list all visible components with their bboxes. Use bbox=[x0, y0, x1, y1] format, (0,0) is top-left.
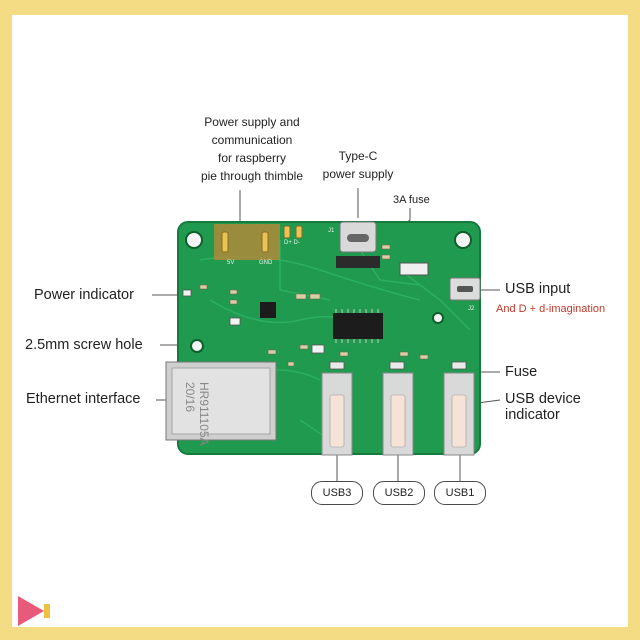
power-comm-line-4: pie through thimble bbox=[200, 169, 304, 183]
ethernet-label: Ethernet interface bbox=[26, 391, 141, 407]
usb-device-indicator-label: USB device indicator bbox=[505, 391, 581, 423]
typec-line-1: Type-C bbox=[338, 149, 378, 163]
fuse-3a-label: 3A fuse bbox=[393, 194, 430, 206]
typec-label: Type-C power supply bbox=[308, 147, 408, 183]
status-led bbox=[229, 317, 241, 326]
ethernet-jack-face bbox=[171, 367, 271, 435]
play-icon bbox=[18, 596, 50, 626]
usb-fuses bbox=[329, 361, 467, 370]
power-comm-line-3: for raspberry bbox=[217, 151, 287, 165]
usb-device-line-1: USB device bbox=[505, 391, 581, 407]
power-indicator-label: Power indicator bbox=[34, 287, 134, 303]
usb-input-label: USB input bbox=[505, 281, 571, 297]
hub-chip bbox=[333, 313, 383, 339]
hole-top-left bbox=[185, 231, 203, 249]
typec-line-2: power supply bbox=[322, 167, 394, 181]
usb2-tag: USB2 bbox=[373, 481, 425, 505]
small-chip bbox=[260, 302, 276, 318]
usb2-tongue bbox=[390, 394, 406, 448]
typec-base bbox=[336, 256, 380, 268]
usb-input-sub-label: And D + d-imagination bbox=[496, 303, 606, 315]
hub-chip-pins bbox=[335, 309, 379, 343]
usb1-tag: USB1 bbox=[434, 481, 486, 505]
j1-label: J1 bbox=[328, 228, 335, 234]
fuse-label: Fuse bbox=[505, 364, 538, 380]
power-comm-label: Power supply and communication for raspb… bbox=[172, 113, 332, 185]
screw-hole-label: 2.5mm screw hole bbox=[25, 337, 143, 353]
pin-5v-label: 5V bbox=[227, 260, 234, 266]
ethernet-marking-2: 20/16 bbox=[183, 382, 197, 412]
j2-label: J2 bbox=[468, 306, 475, 312]
thimble-pads bbox=[221, 225, 303, 253]
power-led bbox=[182, 289, 192, 297]
screw-hole bbox=[190, 339, 204, 353]
led-mid bbox=[311, 344, 325, 354]
pin-gnd-label: GND bbox=[259, 260, 273, 266]
pin-dd-label: D+ D- bbox=[284, 240, 300, 246]
usb3-tag: USB3 bbox=[311, 481, 363, 505]
usb-a-ports bbox=[321, 372, 475, 456]
usb1-tongue bbox=[451, 394, 467, 448]
mounting-holes bbox=[185, 231, 472, 353]
ethernet-marking-1: HR911105A bbox=[197, 382, 211, 446]
usb3-tongue bbox=[329, 394, 345, 448]
micro-usb-port-icon bbox=[457, 286, 473, 292]
typec-port-icon bbox=[347, 234, 369, 242]
hole-top-right bbox=[454, 231, 472, 249]
smd-components bbox=[199, 244, 429, 367]
power-comm-line-2: communication bbox=[211, 133, 293, 147]
hole-right-mid bbox=[432, 312, 444, 324]
power-comm-line-1: Power supply and bbox=[204, 115, 300, 129]
fuse-3a-component bbox=[399, 262, 429, 276]
usb-device-line-2: indicator bbox=[505, 407, 560, 423]
